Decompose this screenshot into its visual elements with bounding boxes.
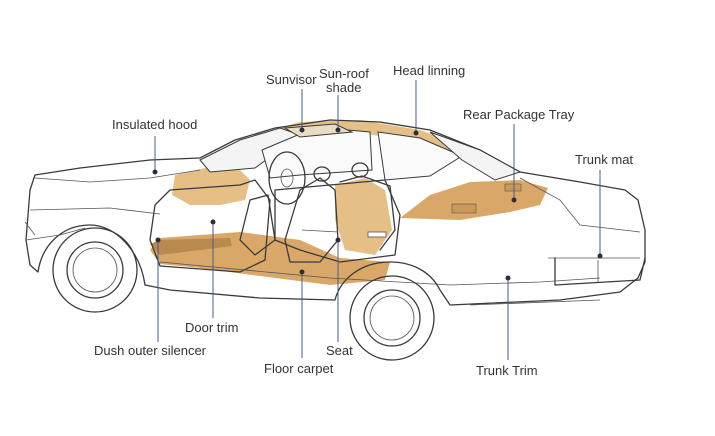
car-body-outline bbox=[25, 119, 646, 306]
label-insulated-hood: Insulated hood bbox=[112, 117, 197, 132]
label-dush-outer-silencer: Dush outer silencer bbox=[94, 343, 207, 358]
door-opening bbox=[149, 179, 271, 273]
leader-lines bbox=[152, 80, 603, 360]
tail-light bbox=[554, 257, 646, 286]
hood-line bbox=[34, 169, 201, 183]
car-illustration bbox=[24, 119, 646, 361]
rear-door-opening bbox=[274, 179, 401, 263]
rear-seat-area bbox=[335, 178, 392, 255]
rear-window bbox=[429, 131, 522, 181]
front-seat bbox=[284, 177, 339, 263]
steering-wheel bbox=[268, 151, 306, 205]
label-rear-package-tray: Rear Package Tray bbox=[463, 107, 575, 122]
label-sunroof-line2: shade bbox=[326, 80, 361, 95]
rear-package-tray-area bbox=[400, 180, 548, 220]
rear-wheel bbox=[349, 275, 435, 361]
label-sunvisor: Sunvisor bbox=[266, 72, 317, 87]
trunk-lid-line bbox=[519, 177, 641, 233]
label-seat: Seat bbox=[326, 343, 353, 358]
rear-side-window bbox=[377, 131, 464, 181]
front-wheel bbox=[52, 227, 138, 313]
label-head-lining: Head linning bbox=[393, 63, 465, 78]
label-floor-carpet: Floor carpet bbox=[264, 361, 334, 376]
front-bumper bbox=[25, 227, 86, 241]
door-sill-area bbox=[150, 238, 232, 255]
label-door-trim: Door trim bbox=[185, 320, 238, 335]
label-trunk-trim: Trunk Trim bbox=[476, 363, 538, 378]
callout-labels: Insulated hood Sunvisor Sun-roof shade H… bbox=[94, 63, 633, 378]
label-trunk-mat: Trunk mat bbox=[575, 152, 633, 167]
label-sunroof-line1: Sun-roof bbox=[319, 66, 369, 81]
